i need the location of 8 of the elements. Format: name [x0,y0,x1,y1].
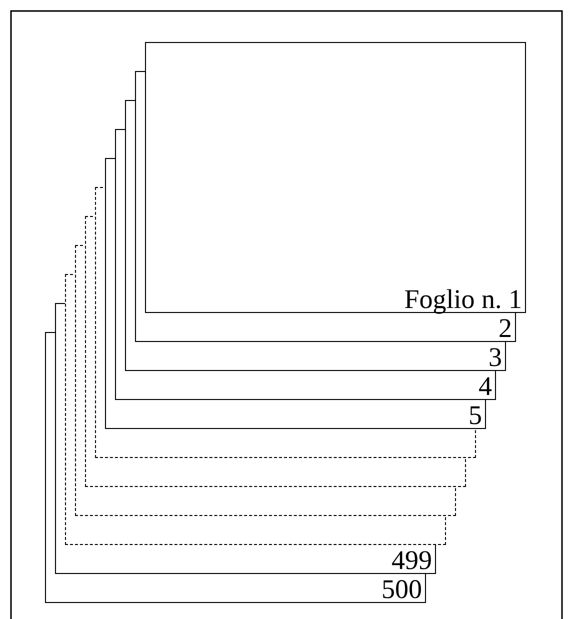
sheet-label: Foglio n. 1 [404,285,522,314]
sheet [145,42,526,313]
sheet-label: 500 [382,575,422,604]
sheet-label: 3 [488,343,502,372]
sheet-label: 2 [498,314,512,343]
sheet-label: 4 [478,372,492,401]
sheet-label: 5 [468,401,482,430]
sheet-label: 499 [392,546,432,575]
